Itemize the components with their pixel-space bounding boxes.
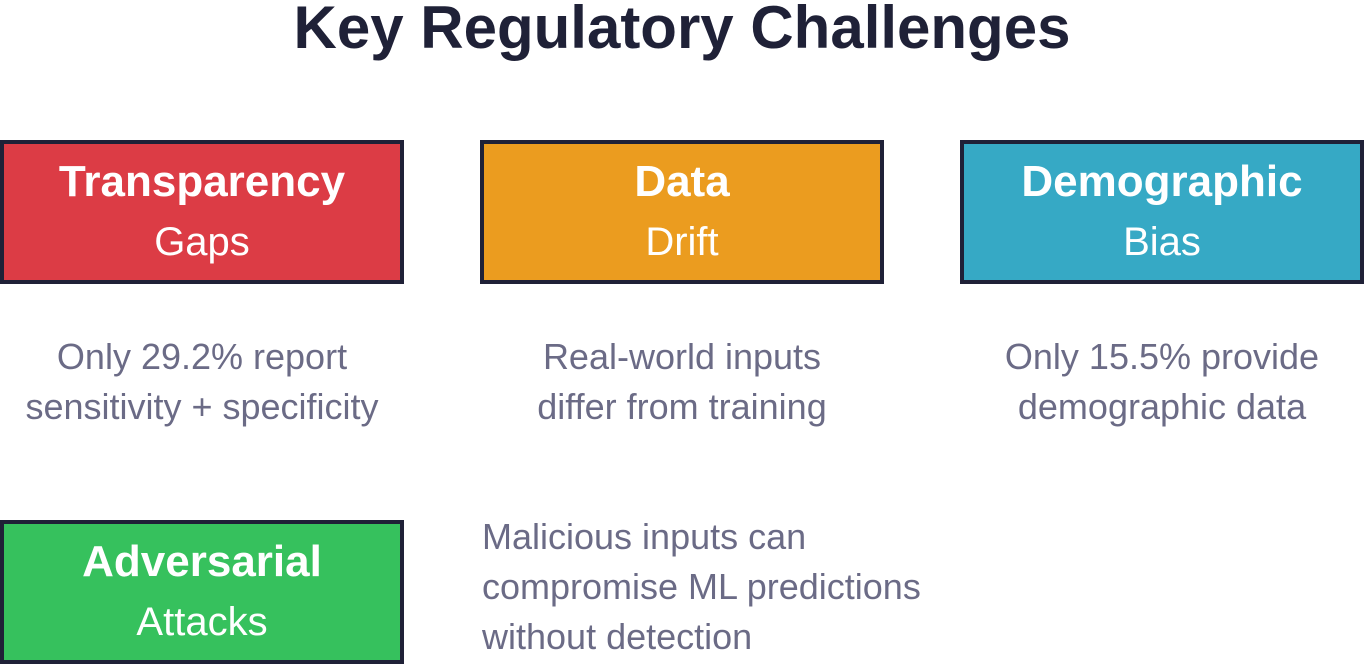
description-line: compromise ML predictions — [482, 566, 921, 607]
challenge-description-transparency: Only 29.2% report sensitivity + specific… — [0, 332, 404, 432]
description-line: Malicious inputs can — [482, 516, 807, 557]
challenge-box-adversarial-attacks: Adversarial Attacks — [0, 520, 404, 664]
challenge-description-data-drift: Real-world inputs differ from training — [480, 332, 884, 432]
challenge-box-data-drift: Data Drift — [480, 140, 884, 284]
challenge-heading: Transparency — [58, 157, 346, 206]
challenge-box-transparency: Transparency Gaps — [0, 140, 404, 284]
challenge-subheading: Gaps — [154, 220, 250, 264]
challenge-subheading: Bias — [1123, 220, 1201, 264]
description-line: Real-world inputs — [542, 336, 822, 377]
diagram-title: Key Regulatory Challenges — [293, 0, 1071, 61]
challenge-heading: Adversarial — [82, 537, 322, 586]
description-line: demographic data — [1017, 386, 1307, 427]
description-line: sensitivity + specificity — [25, 386, 379, 427]
challenge-description-demographic-bias: Only 15.5% provide demographic data — [960, 332, 1364, 432]
description-line: Only 29.2% report — [56, 336, 348, 377]
challenge-heading: Data — [634, 157, 730, 206]
challenge-subheading: Drift — [645, 220, 719, 264]
description-line: without detection — [482, 616, 753, 657]
description-line: Only 15.5% provide — [1004, 336, 1320, 377]
challenge-heading: Demographic — [1021, 157, 1303, 206]
challenge-box-demographic-bias: Demographic Bias — [960, 140, 1364, 284]
challenge-subheading: Attacks — [136, 600, 268, 644]
description-line: differ from training — [537, 386, 827, 427]
challenge-description-adversarial-attacks: Malicious inputs can compromise ML predi… — [482, 512, 1082, 662]
